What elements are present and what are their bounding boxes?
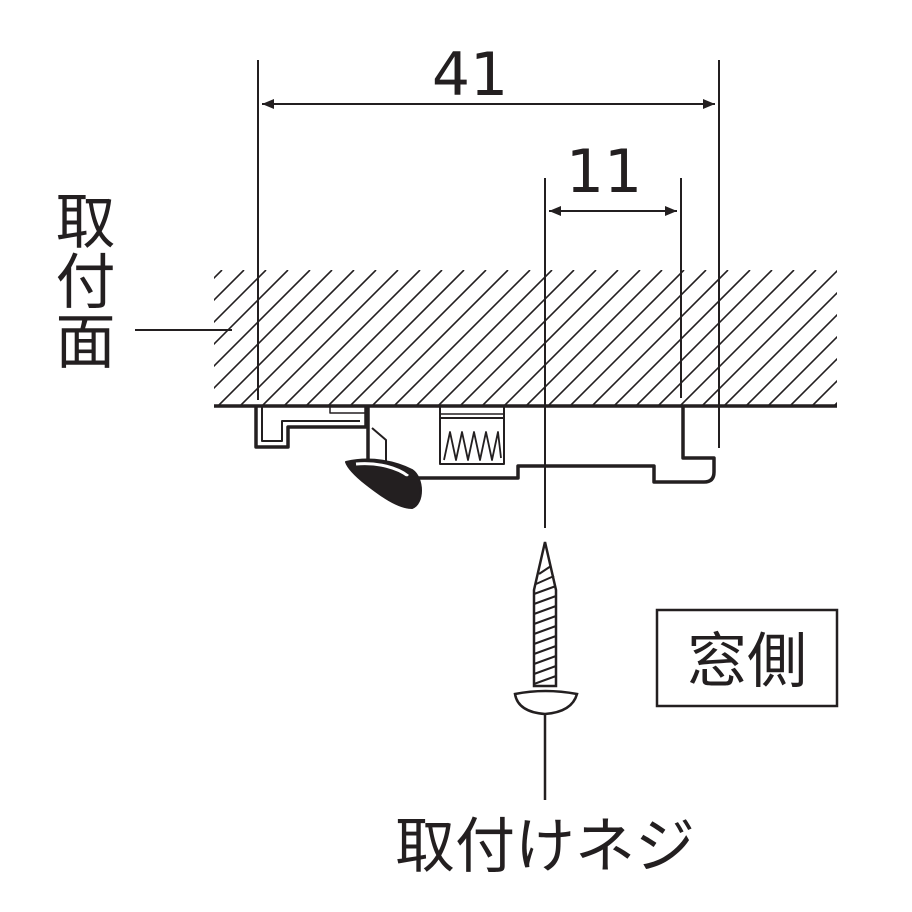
hatch-line [591,270,729,406]
hatch-line [833,401,837,406]
hatch-line [811,379,837,406]
hatch-line [305,270,443,406]
hatch-line [437,270,575,406]
hatch-line [283,270,421,406]
dimension-11-label: 11 [566,137,642,207]
hatch-line [767,335,837,406]
hatch-line [547,270,685,406]
screw-thread [535,575,555,585]
screw-thread [533,665,557,675]
screw-thread [533,585,557,595]
screw-thread [533,615,557,625]
hatch-line [789,357,837,406]
screw-thread [533,595,557,605]
hatch-line [214,270,311,368]
hatch-line [371,270,509,406]
hatch-line [415,270,553,406]
hatch-line [214,270,333,390]
hatch-line [349,270,487,406]
hatch-line [327,270,465,406]
hatch-line [525,270,663,406]
mounting-screw-label: 取付けネジ [395,812,695,882]
screw-thread [538,565,552,575]
hatch-line [214,270,245,302]
hatch-line [635,270,773,406]
hatch-line [261,270,399,406]
window-side-label: 窓側 [687,627,807,697]
screw-thread [533,645,557,655]
screw-thread [533,635,557,645]
hatch-line [217,270,355,406]
hatch-line [239,270,377,406]
mounting-screw [513,541,579,800]
screw-thread [533,625,557,635]
hatch-line [856,270,912,406]
hatch-line [214,270,267,324]
hatch-line [569,270,707,406]
hatch-line [723,291,837,406]
hatch-line [745,313,837,406]
dimension-41-label: 41 [432,40,508,110]
hatch-line [679,270,817,406]
bracket-profile [254,406,716,509]
hatch-line [459,270,597,406]
hatch-line [481,270,619,406]
screw-thread [533,655,557,665]
dimension-11 [544,178,682,528]
hatch-line [503,270,641,406]
hatch-line [657,270,795,406]
screw-thread [533,605,557,615]
hatch-line [701,270,837,406]
mounting-surface-label: 取付面 [45,190,115,370]
window-side-box: 窓側 [655,608,839,708]
mounting-surface-hatch [214,270,912,406]
hatch-line [393,270,531,406]
dimension-41 [257,60,720,448]
hatch-line [214,270,289,346]
screw-thread [533,675,557,685]
